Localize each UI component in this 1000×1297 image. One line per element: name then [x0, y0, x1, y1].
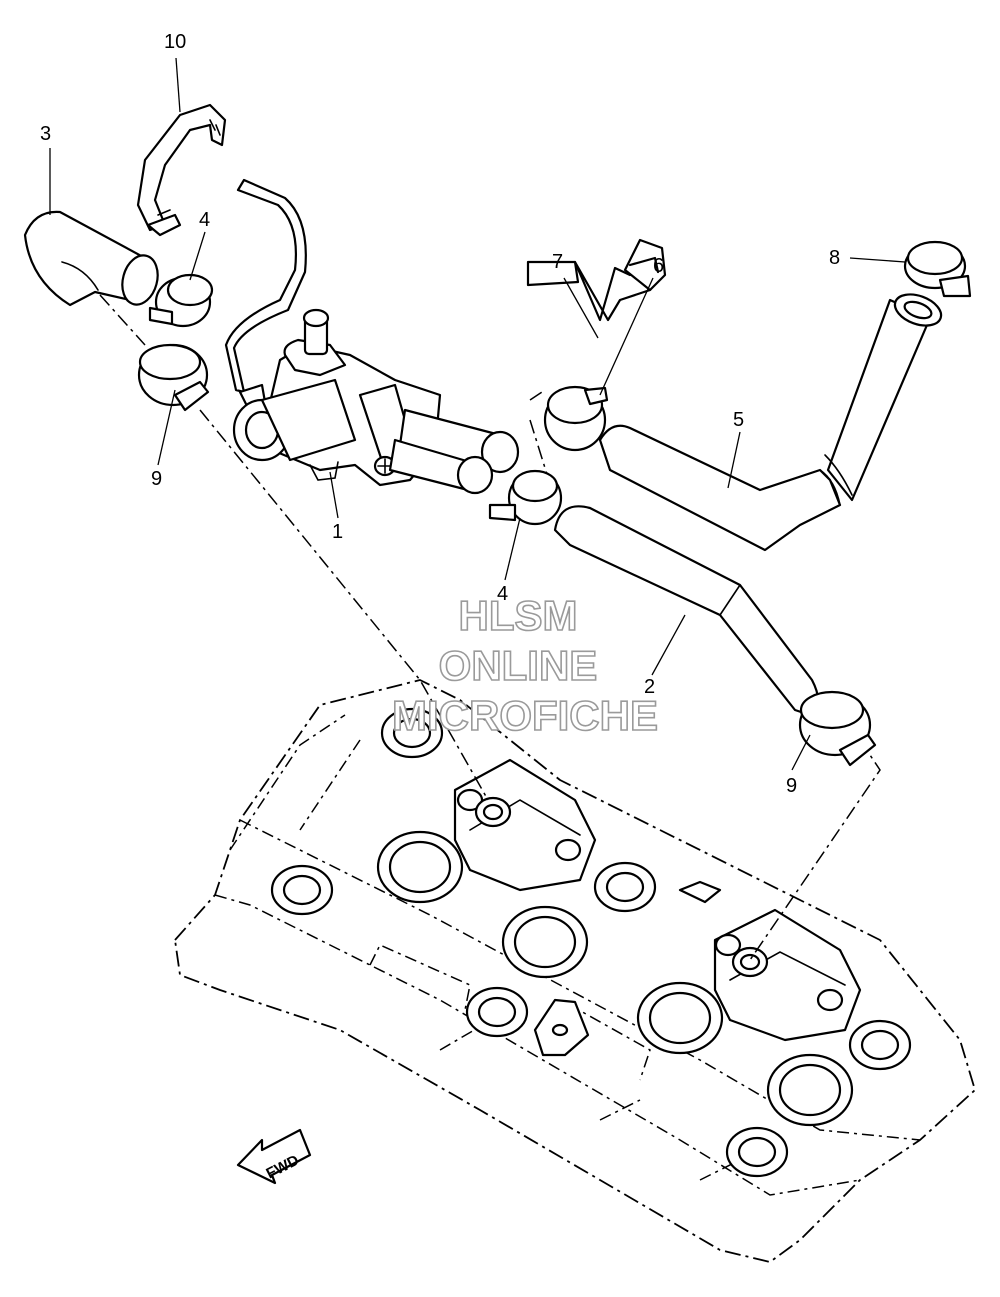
part-3-elbow-hose — [23, 210, 159, 307]
part-7-hose-bracket — [526, 238, 667, 322]
callout-10: 10 — [164, 31, 186, 53]
watermark: HLSM ONLINE MICROFICHE — [391, 591, 659, 740]
plug-hole — [848, 1019, 912, 1071]
plug-hole — [766, 1053, 854, 1127]
watermark-line-3: MICROFICHE — [392, 692, 658, 739]
plug-hole — [376, 830, 464, 904]
callout-8: 8 — [829, 247, 840, 269]
callout-6: 6 — [653, 255, 664, 277]
plug-hole — [593, 861, 657, 913]
reed-valve-cover-rear — [713, 908, 862, 1042]
reed-valve-cover-front — [453, 758, 597, 892]
plug-hole — [465, 986, 529, 1038]
callout-4-upper: 4 — [199, 209, 210, 231]
plug-hole — [725, 1126, 789, 1178]
plug-hole — [270, 864, 334, 916]
leader-lines — [49, 57, 906, 771]
forward-direction-arrow: FWD — [236, 1128, 312, 1185]
callout-labels: 10 3 4 7 8 6 5 9 1 4 2 9 — [40, 31, 840, 797]
part-4-hose-clamp-upper — [148, 273, 214, 328]
part-5-hose — [598, 293, 943, 552]
callout-1: 1 — [332, 521, 343, 543]
callout-9-right: 9 — [786, 775, 797, 797]
watermark-line-2: ONLINE — [439, 642, 598, 689]
part-8-hose-clamp — [903, 240, 972, 298]
part-9-hose-clamp-left — [137, 343, 210, 412]
callout-7: 7 — [552, 251, 563, 273]
part-6-hose-clamp — [543, 385, 609, 452]
part-10-hose-clamp-band — [136, 103, 227, 237]
plug-hole — [636, 981, 724, 1055]
callout-5: 5 — [733, 409, 744, 431]
callout-3: 3 — [40, 123, 51, 145]
callout-2: 2 — [644, 676, 655, 698]
cylinder-head-cover — [174, 679, 976, 1263]
plug-hole — [501, 905, 589, 979]
callout-4-lower: 4 — [497, 583, 508, 605]
part-9-hose-clamp-right — [798, 690, 877, 767]
plug-hole — [380, 707, 444, 759]
callout-9-left: 9 — [151, 468, 162, 490]
part-1-air-induction-valve — [232, 308, 520, 495]
watermark-line-1: HLSM — [459, 592, 578, 639]
part-4-hose-clamp-lower — [488, 469, 563, 526]
